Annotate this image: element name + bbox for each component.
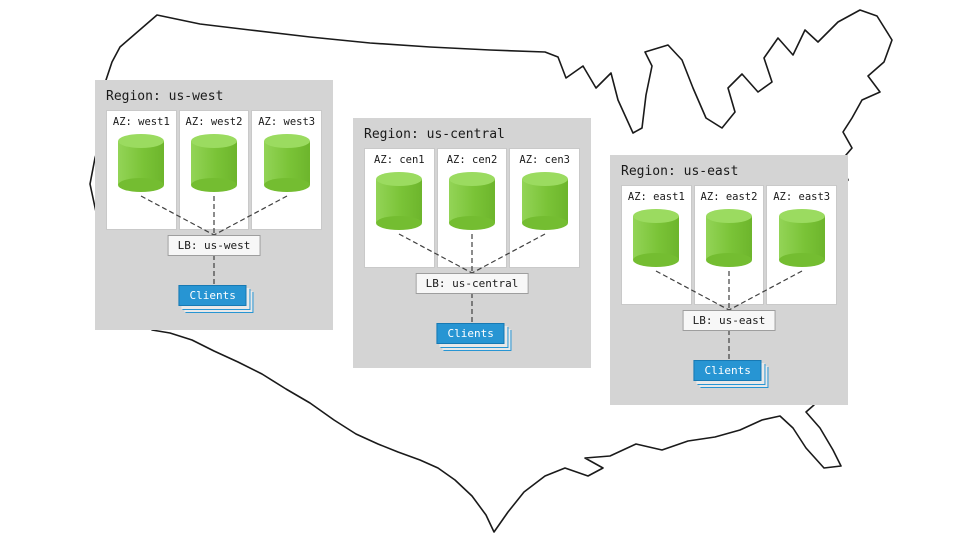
az-label: AZ: east2 — [700, 191, 758, 203]
cylinder-top — [118, 134, 165, 148]
load-balancer-box: LB: us-central — [415, 273, 529, 294]
cylinder-bottom — [263, 178, 310, 192]
region-title: Region: us-west — [106, 89, 224, 104]
cylinder-body — [118, 141, 165, 185]
cylinder-top — [521, 172, 568, 186]
cylinder-bottom — [376, 216, 423, 230]
az-box: AZ: west1 — [106, 110, 177, 230]
cylinder-body — [633, 216, 680, 260]
az-panel: AZ: east1 AZ: east2 AZ: east3 — [621, 185, 838, 305]
cylinder-body — [191, 141, 237, 185]
region-us-west: Region: us-west AZ: west1 AZ: west2 — [95, 80, 333, 330]
cylinder-body — [706, 216, 752, 260]
connector-lines — [398, 233, 546, 323]
az-box: AZ: cen1 — [364, 148, 435, 268]
az-panel: AZ: west1 AZ: west2 AZ: west3 — [106, 110, 323, 230]
database-cylinder-icon — [706, 209, 752, 267]
cylinder-top — [191, 134, 237, 148]
database-cylinder-icon — [633, 209, 680, 267]
az-label: AZ: cen3 — [519, 154, 570, 166]
cylinder-top — [376, 172, 423, 186]
az-box: AZ: west3 — [251, 110, 323, 230]
cylinder-bottom — [706, 253, 752, 267]
load-balancer-box: LB: us-east — [682, 310, 776, 331]
clients-box: Clients — [693, 360, 762, 381]
connector-lines — [655, 270, 803, 360]
cylinder-bottom — [118, 178, 165, 192]
clients-box: Clients — [178, 285, 247, 306]
cylinder-top — [449, 172, 495, 186]
region-title: Region: us-central — [364, 127, 505, 142]
database-cylinder-icon — [118, 134, 165, 192]
cylinder-top — [778, 209, 825, 223]
cylinder-bottom — [521, 216, 568, 230]
cylinder-bottom — [778, 253, 825, 267]
database-cylinder-icon — [778, 209, 825, 267]
database-cylinder-icon — [263, 134, 310, 192]
load-balancer-box: LB: us-west — [167, 235, 261, 256]
database-cylinder-icon — [521, 172, 568, 230]
cylinder-bottom — [633, 253, 680, 267]
az-label: AZ: west3 — [258, 116, 316, 128]
az-label: AZ: east1 — [627, 191, 685, 203]
az-label: AZ: west2 — [185, 116, 243, 128]
clients-box: Clients — [436, 323, 505, 344]
database-cylinder-icon — [191, 134, 237, 192]
database-cylinder-icon — [449, 172, 495, 230]
cylinder-top — [633, 209, 680, 223]
database-cylinder-icon — [376, 172, 423, 230]
az-box: AZ: east1 — [621, 185, 692, 305]
az-panel: AZ: cen1 AZ: cen2 AZ: cen3 — [364, 148, 581, 268]
cylinder-body — [521, 179, 568, 223]
cylinder-bottom — [449, 216, 495, 230]
az-label: AZ: west1 — [112, 116, 170, 128]
az-box: AZ: cen2 — [436, 148, 508, 268]
cylinder-body — [449, 179, 495, 223]
connector-lines — [140, 195, 288, 285]
cylinder-top — [706, 209, 752, 223]
region-title: Region: us-east — [621, 164, 739, 179]
az-box: AZ: west2 — [178, 110, 250, 230]
az-box: AZ: east3 — [766, 185, 838, 305]
cylinder-bottom — [191, 178, 237, 192]
az-label: AZ: east3 — [773, 191, 831, 203]
az-box: AZ: east2 — [693, 185, 765, 305]
az-box: AZ: cen3 — [509, 148, 581, 268]
region-us-central: Region: us-central AZ: cen1 AZ: cen2 — [353, 118, 591, 368]
cylinder-body — [778, 216, 825, 260]
az-label: AZ: cen1 — [374, 154, 425, 166]
cylinder-body — [263, 141, 310, 185]
cylinder-body — [376, 179, 423, 223]
region-us-east: Region: us-east AZ: east1 AZ: east2 — [610, 155, 848, 405]
cylinder-top — [263, 134, 310, 148]
az-label: AZ: cen2 — [446, 154, 498, 166]
